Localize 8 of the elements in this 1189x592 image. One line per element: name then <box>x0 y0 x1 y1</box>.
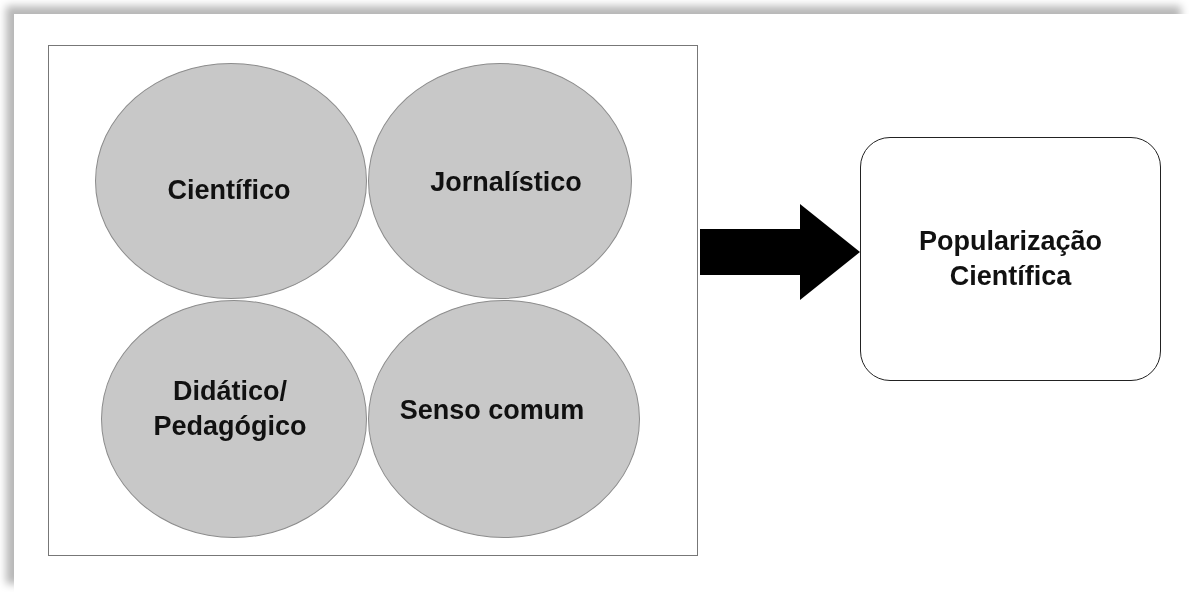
node-label: Didático/ Pedagógico <box>152 374 308 443</box>
frame-box <box>48 45 698 556</box>
node-label: Senso comum <box>399 394 585 428</box>
block-arrow <box>700 204 860 300</box>
node-label: Jornalístico <box>430 166 582 200</box>
node-label: Popularização Científica <box>917 224 1104 293</box>
rounded-box <box>860 137 1161 381</box>
node-label: Científico <box>167 174 291 208</box>
